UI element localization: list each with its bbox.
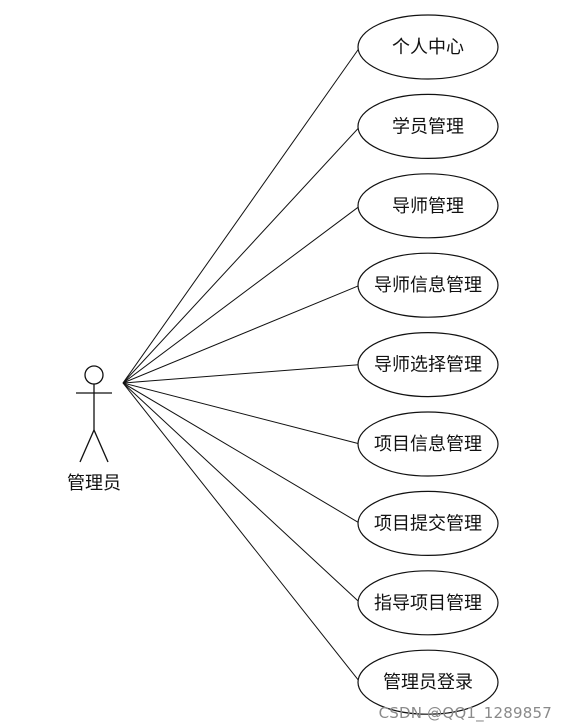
association-line [122,382,361,604]
association-line [122,46,361,384]
use-case-label: 管理员登录 [383,672,473,693]
use-case-ellipse [357,411,499,477]
actor-label: 管理员 [67,473,121,494]
association-lines [122,46,361,683]
use-case-6: 项目信息管理 [357,411,499,477]
use-case-9: 管理员登录 [357,649,499,715]
use-case-ellipse [357,93,499,160]
association-line [122,364,361,384]
use-case-label: 导师选择管理 [374,355,482,376]
actor-admin [76,365,112,463]
use-case-label: 导师管理 [392,196,464,217]
actor-right-leg [93,429,109,463]
association-line [122,284,361,384]
use-case-5: 导师选择管理 [357,332,499,398]
use-case-8: 指导项目管理 [357,570,499,636]
use-case-ellipse [357,14,499,80]
actor-head [84,365,104,385]
use-case-label: 项目提交管理 [374,513,482,534]
use-case-ellipse [357,649,499,715]
use-case-label: 个人中心 [392,37,464,58]
watermark: CSDN @QQ1_1289857 [378,704,552,722]
use-case-ellipse [357,252,499,318]
use-case-4: 导师信息管理 [357,252,499,318]
use-case-ellipse [357,173,499,239]
association-line [122,382,361,524]
use-case-7: 项目提交管理 [357,490,499,557]
use-case-ellipse [357,570,499,636]
use-case-ellipse [357,490,499,557]
use-case-label: 学员管理 [392,116,464,137]
use-cases: 个人中心学员管理导师管理导师信息管理导师选择管理项目信息管理项目提交管理指导项目… [357,14,499,715]
use-case-3: 导师管理 [357,173,499,239]
use-case-1: 个人中心 [357,14,499,80]
use-case-label: 项目信息管理 [374,434,482,455]
association-line [122,382,361,445]
actor-left-leg [79,429,95,463]
association-line [122,126,361,384]
use-case-ellipse [357,332,499,398]
association-line [122,382,361,683]
association-line [122,205,361,384]
use-case-label: 导师信息管理 [374,275,482,296]
use-case-2: 学员管理 [357,93,499,160]
use-case-label: 指导项目管理 [374,593,482,614]
